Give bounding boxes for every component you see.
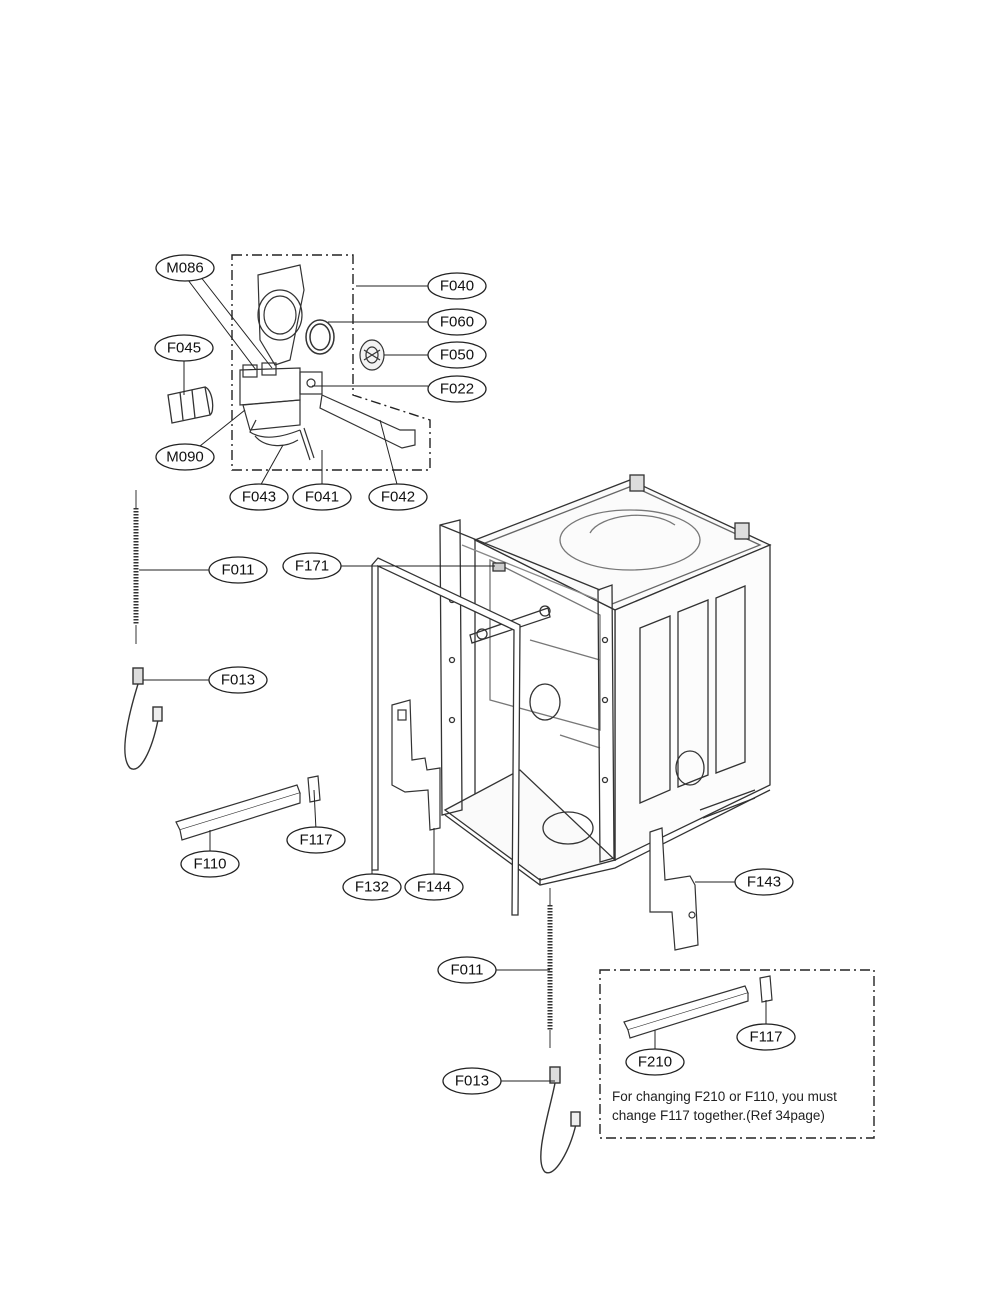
- part-label-f013-left: F013: [208, 666, 268, 694]
- label-f041-text: F041: [305, 489, 339, 506]
- label-f171-text: F171: [295, 558, 329, 575]
- drain-cup-part: [167, 386, 214, 424]
- label-m090-text: M090: [166, 449, 204, 466]
- label-f011-left-text: F011: [221, 562, 254, 579]
- part-label-m086: M086: [155, 254, 215, 282]
- cable-left-part: [124, 667, 163, 770]
- part-label-f041: F041: [292, 483, 352, 511]
- left-hinge-part: [391, 699, 441, 831]
- clip-box-part: [759, 975, 773, 1003]
- right-hinge-part: [649, 827, 699, 951]
- part-label-f117-left: F117: [286, 826, 346, 854]
- label-f013-left-text: F013: [221, 672, 255, 689]
- leader-lines: [139, 275, 767, 1082]
- sump-plate-part: [257, 264, 305, 366]
- part-label-f132: F132: [342, 873, 402, 901]
- part-label-f013-bottom: F013: [442, 1067, 502, 1095]
- door-gasket-part: [371, 557, 521, 916]
- note-line-2: change F117 together.(Ref 34page): [612, 1108, 825, 1123]
- part-label-f171: F171: [282, 552, 342, 580]
- label-f050-text: F050: [440, 347, 474, 364]
- label-f110-text: F110: [193, 856, 226, 873]
- label-f013-bottom-text: F013: [455, 1073, 489, 1090]
- clip-left-part: [307, 775, 321, 803]
- part-label-f045: F045: [154, 334, 214, 362]
- part-label-f117-box: F117: [736, 1023, 796, 1051]
- tub-assembly: [439, 474, 772, 886]
- part-label-f042: F042: [368, 483, 428, 511]
- label-f040-text: F040: [440, 278, 474, 295]
- label-f117-left-text: F117: [299, 832, 332, 849]
- sump-motor-assembly: [239, 362, 416, 461]
- replacement-note: For changing F210 or F110, you must chan…: [612, 1087, 874, 1125]
- part-label-f144: F144: [404, 873, 464, 901]
- note-line-1: For changing F210 or F110, you must: [612, 1089, 837, 1104]
- label-f210-text: F210: [638, 1054, 672, 1071]
- gasket-ring-part: [305, 319, 335, 355]
- part-label-f011-left: F011: [208, 556, 268, 584]
- label-f060-text: F060: [440, 314, 474, 331]
- label-f043-text: F043: [242, 489, 276, 506]
- part-label-f060: F060: [427, 308, 487, 336]
- sump-group-boundary: [231, 254, 431, 471]
- part-label-f210: F210: [625, 1048, 685, 1076]
- rail-left-part: [175, 784, 301, 841]
- part-label-f011-bottom: F011: [437, 956, 497, 984]
- part-label-f110: F110: [180, 850, 240, 878]
- label-f042-text: F042: [381, 489, 415, 506]
- label-f143-text: F143: [747, 874, 781, 891]
- cable-bottom-part: [540, 1066, 581, 1174]
- label-f117-box-text: F117: [749, 1029, 782, 1046]
- part-label-f022: F022: [427, 375, 487, 403]
- part-label-f040: F040: [427, 272, 487, 300]
- part-label-f050: F050: [427, 341, 487, 369]
- rail-kit-boundary: [599, 969, 875, 1139]
- label-f144-text: F144: [417, 879, 451, 896]
- label-f132-text: F132: [355, 879, 389, 896]
- label-f011-bottom-text: F011: [450, 962, 483, 979]
- part-label-f043: F043: [229, 483, 289, 511]
- part-label-m090: M090: [155, 443, 215, 471]
- label-m086-text: M086: [166, 260, 204, 277]
- filter-disc-part: [359, 339, 385, 371]
- part-label-f143: F143: [734, 868, 794, 896]
- label-f022-text: F022: [440, 381, 474, 398]
- label-f045-text: F045: [167, 340, 201, 357]
- rail-box-part: [623, 985, 749, 1039]
